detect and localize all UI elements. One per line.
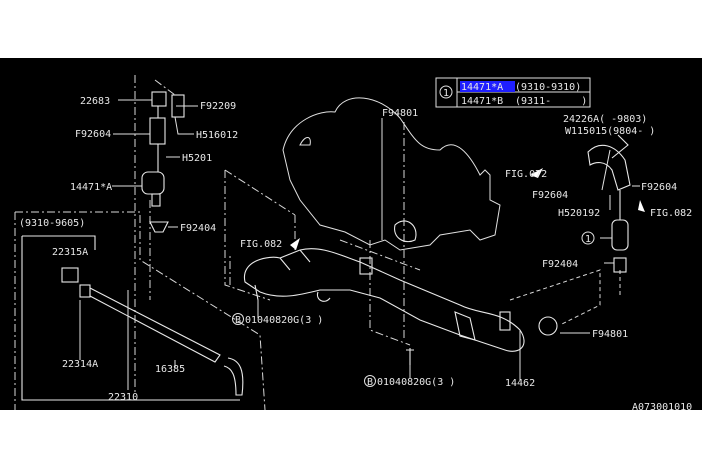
label-22310: 22310 [108,392,138,403]
label-22683: 22683 [80,96,110,107]
label-f92404: F92404 [180,223,216,234]
label-fig082-right: FIG.082 [650,208,692,219]
right-valve-assembly [587,134,631,273]
label-f92404-right: F92404 [542,259,578,270]
label-bolt-01040820g: 01040820G(3 ) [245,315,323,326]
engine-outline [282,97,501,251]
label-22315a: 22315A [52,247,88,258]
label-f92604-right: F92604 [641,182,677,193]
label-h5201: H5201 [182,153,212,164]
label-f92604: F92604 [75,129,111,140]
bolt-marker: B [367,377,373,388]
figure-id: A073001010 [632,402,692,410]
label-h520192: H520192 [558,208,600,219]
part-variant-legend: 1 14471*A (9310-9310) 14471*B (9311- ) [435,77,591,108]
bolt-marker: B [235,315,241,326]
legend-marker: 1 [443,88,449,99]
label-h516012: H516012 [196,130,238,141]
fig-arrow-icon [290,238,300,250]
label-14471a: 14471*A [70,182,112,193]
solenoid-valve-assembly [141,91,185,233]
legend-part-a: 14471*A [461,82,503,93]
legend-part-b: 14471*B [461,96,503,107]
label-16385: 16385 [155,364,185,375]
label-fig072: FIG.072 [505,169,547,180]
label-f92209: F92209 [200,101,236,112]
marker-1: 1 [585,234,591,245]
label-f94801: F94801 [382,108,418,119]
part-labels: 22683 F92209 F92604 H516012 H5201 14471*… [19,96,692,410]
legend-range-a: (9310-9310) [515,82,581,93]
inset-range-label: (9310-9605) [19,218,85,229]
label-fig082: FIG.082 [240,239,282,250]
label-f94801-right: F94801 [592,329,628,340]
label-14462: 14462 [505,378,535,389]
intake-hoses [244,220,558,365]
fig-arrow-icon [530,168,543,178]
label-22314a: 22314A [62,359,98,370]
diagram-drawing: 1 14471*A (9310-9310) 14471*B (9311- ) 2… [14,75,692,410]
parts-diagram: 1 14471*A (9310-9310) 14471*B (9311- ) 2… [0,58,702,410]
fuel-pipe-assembly [21,235,244,401]
label-f92604-left: F92604 [532,190,568,201]
legend-range-b: (9311- ) [515,96,587,107]
label-24226a: 24226A( -9803) [563,114,647,125]
label-w115015: W115015(9804- ) [565,126,655,137]
fig-arrow-icon [638,200,645,212]
label-bolt-01040820g-2: 01040820G(3 ) [377,377,455,388]
